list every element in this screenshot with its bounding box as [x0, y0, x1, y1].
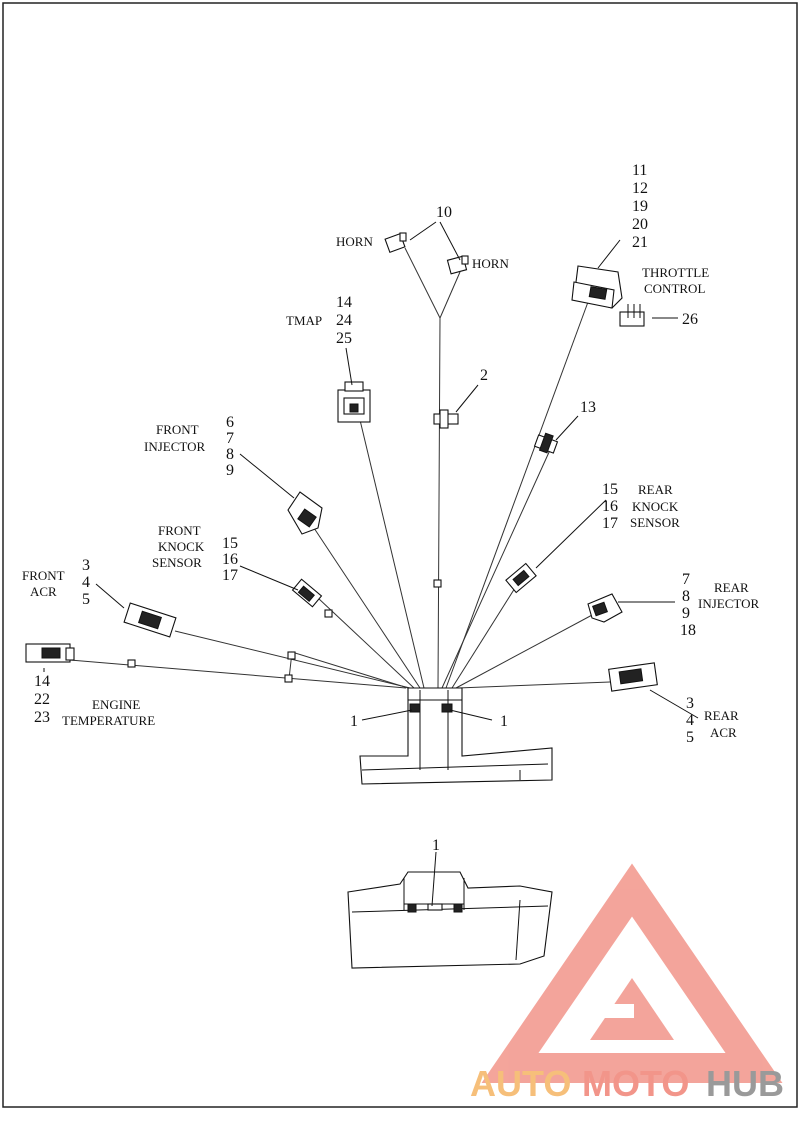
label-throttle-num-0: 11: [632, 162, 647, 179]
horn-connector-left: [384, 232, 407, 254]
label-throttle-num-4: 21: [632, 234, 648, 251]
label-front-acr-num-0: 3: [82, 557, 90, 574]
label-front-acr-num-2: 5: [82, 591, 90, 608]
rear-injector-connector: [587, 593, 623, 623]
label-front-knock-num-1: 16: [222, 551, 238, 568]
throttle-control-connector: [571, 265, 623, 309]
label-front-injector-num-3: 9: [226, 462, 234, 479]
leader-lines: [43, 221, 699, 907]
label-throttle-part: 26: [682, 311, 698, 328]
label-throttle-line1: THROTTLE: [642, 265, 709, 280]
label-front-knock-num-0: 15: [222, 535, 238, 552]
label-rear-injector-num-2: 9: [682, 605, 690, 622]
wire-sleeve: [287, 651, 296, 660]
label-front-injector-num-2: 8: [226, 446, 234, 463]
frame-detail-lower: [347, 871, 553, 969]
label-tmap-num-1: 24: [336, 312, 352, 329]
label-clip-right: 1: [500, 713, 508, 730]
watermark-triangle: [481, 863, 783, 1083]
label-tmap-num-2: 25: [336, 330, 352, 347]
label-rear-injector-num-1: 8: [682, 588, 690, 605]
rear-knock-sensor-connector: [505, 562, 537, 594]
label-tmap-num-0: 14: [336, 294, 352, 311]
label-clip-left: 1: [350, 713, 358, 730]
label-horn-right: HORN: [472, 256, 509, 271]
label-throttle-num-2: 19: [632, 198, 648, 215]
label-throttle-num-3: 20: [632, 216, 648, 233]
wire-sleeve: [127, 659, 136, 668]
item-2-fitting: [433, 409, 459, 429]
label-rear-acr-num-0: 3: [686, 695, 694, 712]
label-rear-knock-num-0: 15: [602, 481, 618, 498]
label-front-injector-num-1: 7: [226, 430, 234, 447]
label-rear-acr-num-2: 5: [686, 729, 694, 746]
engine-temperature-connector: [25, 643, 75, 663]
item-13-fitting: [533, 432, 559, 454]
label-front-injector-num-0: 6: [226, 414, 234, 431]
label-engine-temp-num-2: 23: [34, 709, 50, 726]
tmap-connector: [337, 381, 371, 423]
label-item-2: 2: [480, 367, 488, 384]
label-detail-clip: 1: [432, 837, 440, 854]
label-item-13: 13: [580, 399, 596, 416]
label-throttle-line2: CONTROL: [644, 281, 705, 296]
label-rear-knock-num-1: 16: [602, 498, 618, 515]
front-knock-sensor-connector: [291, 578, 323, 608]
label-horn-left: HORN: [336, 234, 373, 249]
page-border: [2, 2, 798, 1108]
label-engine-temp-line1: ENGINE: [92, 697, 140, 712]
horn-connector-right: [446, 255, 469, 275]
watermark-text-hub: HUB: [706, 1063, 784, 1104]
label-rear-acr-num-1: 4: [686, 712, 694, 729]
rear-acr-connector: [608, 662, 658, 692]
label-rear-injector-num-3: 18: [680, 622, 696, 639]
frame-backbone-upper: [359, 687, 553, 785]
wire-sleeve: [284, 674, 293, 683]
watermark-text-auto: AUTO: [470, 1063, 571, 1104]
label-rear-knock-line1: REAR: [638, 482, 673, 497]
label-horn-num: 10: [436, 204, 452, 221]
label-rear-knock-line2: KNOCK: [632, 499, 679, 514]
wire-sleeve: [324, 609, 333, 618]
label-rear-injector-line2: INJECTOR: [698, 596, 759, 611]
front-acr-connector: [123, 602, 177, 638]
label-engine-temp-num-1: 22: [34, 691, 50, 708]
label-front-knock-line2: KNOCK: [158, 539, 205, 554]
watermark-text-moto: MOTO: [582, 1063, 689, 1104]
wire-harness: [69, 247, 611, 689]
label-front-acr-num-1: 4: [82, 574, 90, 591]
front-injector-connector: [287, 491, 323, 535]
label-tmap: TMAP: [286, 313, 322, 328]
label-rear-knock-line3: SENSOR: [630, 515, 680, 530]
label-front-acr-line2: ACR: [30, 584, 57, 599]
label-rear-injector-num-0: 7: [682, 571, 690, 588]
label-front-injector-line2: INJECTOR: [144, 439, 205, 454]
label-rear-acr-line2: ACR: [710, 725, 737, 740]
watermark-notch: [600, 1004, 634, 1018]
watermark-logo: [481, 863, 783, 1083]
label-rear-acr-line1: REAR: [704, 708, 739, 723]
label-rear-injector-line1: REAR: [714, 580, 749, 595]
label-front-knock-line3: SENSOR: [152, 555, 202, 570]
label-front-knock-num-2: 17: [222, 567, 238, 584]
label-engine-temp-num-0: 14: [34, 673, 50, 690]
wire-sleeve: [433, 579, 442, 588]
label-front-acr-line1: FRONT: [22, 568, 65, 583]
label-rear-knock-num-2: 17: [602, 515, 618, 532]
label-throttle-num-1: 12: [632, 180, 648, 197]
label-engine-temp-line2: TEMPERATURE: [62, 713, 155, 728]
label-front-knock-line1: FRONT: [158, 523, 201, 538]
label-front-injector-line1: FRONT: [156, 422, 199, 437]
throttle-part-26: [619, 304, 645, 327]
